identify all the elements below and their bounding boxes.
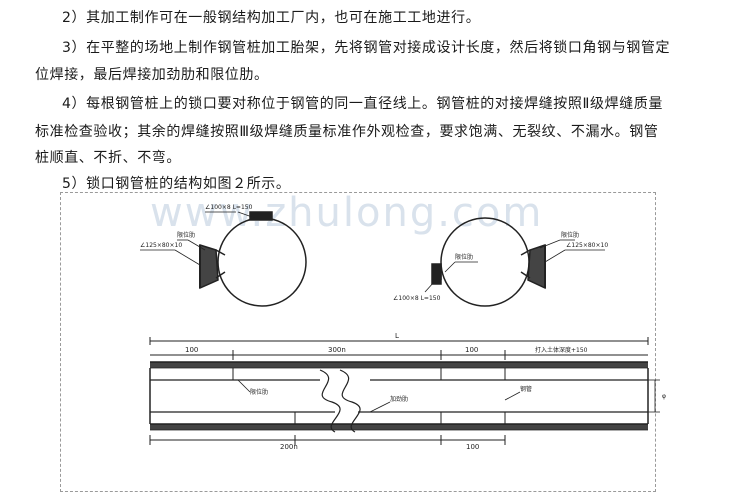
- label-dim-300: 300n: [328, 346, 346, 354]
- left-leader-top: [237, 211, 256, 219]
- label-dim-200: 200n: [280, 443, 298, 451]
- label-dim-100-bottom: 100: [466, 443, 479, 451]
- left-side-angle: [199, 243, 219, 290]
- right-pile-section: [424, 217, 605, 307]
- right-leader-left: [444, 261, 456, 273]
- paragraph-4: 5）锁口钢管桩的结构如图２所示。: [62, 176, 291, 192]
- paragraph-3a: 4）每根钢管桩上的锁口要对称位于钢管的同一直径线上。钢管桩的对接焊缝按照Ⅱ级焊缝…: [62, 96, 663, 112]
- left-pile-section: [140, 211, 307, 307]
- right-side-angle: [527, 243, 546, 290]
- label-dim-100-right: 100: [465, 346, 478, 354]
- label-total-length: L: [395, 332, 399, 340]
- right-label-plate: 限位肋: [561, 231, 579, 239]
- paragraph-3c: 桩顺直、不折、不弯。: [35, 150, 181, 166]
- paragraph-3b: 标准检查验收；其余的焊缝按照Ⅲ级焊缝质量标准作外观检查，要求饱满、无裂纹、不漏水…: [35, 124, 659, 140]
- label-dim-embed: 打入土体深度+150: [535, 346, 588, 354]
- right-side-ribs: [520, 249, 531, 279]
- left-leader-angle: [174, 249, 201, 266]
- leader-rib-a: [237, 379, 251, 393]
- paragraph-1: 2）其加工制作可在一般钢结构加工厂内，也可在施工工地进行。: [62, 10, 481, 26]
- figure-frame: [60, 192, 656, 492]
- label-diameter: φ: [662, 393, 666, 400]
- right-label-left: 限位肋: [455, 253, 473, 261]
- left-label-angle: ∠125×80×10: [140, 242, 182, 249]
- label-rib-b: 加劲肋: [390, 395, 408, 403]
- left-side-ribs: [215, 249, 226, 279]
- left-pipe-circle: [217, 217, 307, 307]
- elevation-top-angle: [150, 362, 648, 368]
- right-leader-bottom: [424, 281, 435, 293]
- right-label-angle: ∠125×80×10: [566, 242, 608, 249]
- leader-rib-b: [369, 401, 391, 413]
- break-line-a: [319, 369, 341, 433]
- right-leader-plate: [539, 239, 561, 249]
- label-rib-a: 限位肋: [250, 388, 268, 396]
- elevation-bottom-angle: [150, 424, 648, 430]
- right-leader-angle: [544, 249, 566, 263]
- right-pipe-circle: [440, 217, 530, 307]
- break-line-b: [339, 369, 361, 433]
- left-label-top: ∠100×8 L=150: [205, 204, 253, 211]
- label-pipe: 钢管: [520, 385, 532, 393]
- left-leader-plate: [187, 239, 206, 251]
- right-label-bottom: ∠100×8 L=150: [393, 295, 441, 302]
- pile-elevation: [149, 337, 660, 445]
- paragraph-2a: 3）在平整的场地上制作钢管桩加工胎架，先将钢管对接成设计长度，然后将锁口角钢与钢…: [62, 40, 671, 56]
- leader-pipe: [504, 391, 521, 401]
- paragraph-2b: 位焊接，最后焊接加劲肋和限位肋。: [35, 67, 269, 83]
- label-dim-100-left: 100: [185, 346, 198, 354]
- left-label-plate: 限位肋: [177, 231, 195, 239]
- right-left-angle: [431, 263, 442, 285]
